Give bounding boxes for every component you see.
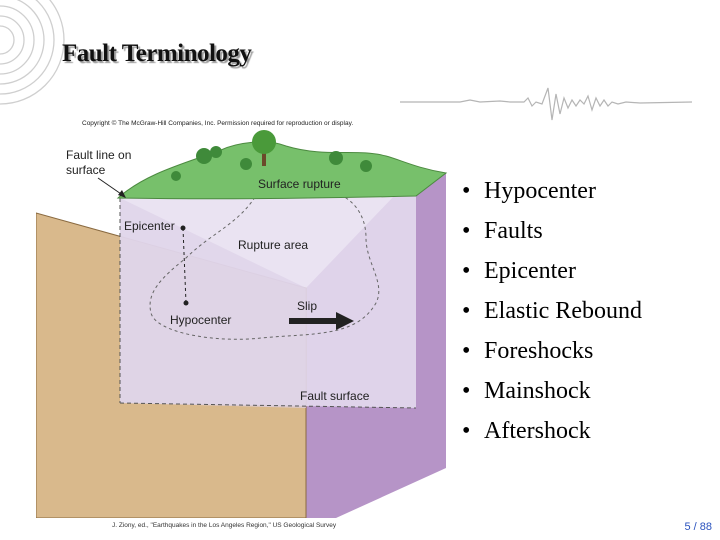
label-fault-surface: Fault surface	[300, 389, 370, 403]
label-fault-line-2: surface	[66, 163, 106, 177]
list-item: •Foreshocks	[462, 338, 594, 364]
page-number: 5 / 88	[684, 521, 712, 533]
terminology-bullet-list: •Hypocenter •Faults •Epicenter •Elastic …	[462, 174, 642, 454]
seismograph-line-decoration	[400, 87, 692, 121]
slip-arrow-icon	[289, 312, 354, 330]
rupture-area-outline	[149, 191, 380, 340]
label-slip: Slip	[297, 299, 317, 313]
label-surface-rupture: Surface rupture	[258, 177, 341, 191]
concentric-arcs-decoration	[0, 0, 65, 105]
list-item: •Aftershock	[462, 418, 591, 444]
list-item: •Hypocenter	[462, 178, 596, 204]
label-rupture-area: Rupture area	[238, 238, 308, 252]
image-credit: J. Ziony, ed., "Earthquakes in the Los A…	[112, 522, 337, 529]
fault-block-diagram: Fault line on surface Surface rupture Ep…	[36, 130, 448, 518]
copyright-notice: Copyright © The McGraw-Hill Companies, I…	[82, 120, 354, 127]
list-item: •Epicenter	[462, 258, 576, 284]
label-fault-line-1: Fault line on	[66, 148, 131, 162]
tree-icon	[171, 146, 372, 181]
list-item: •Elastic Rebound	[462, 298, 642, 324]
label-hypocenter: Hypocenter	[170, 313, 231, 327]
list-item: •Mainshock	[462, 378, 591, 404]
label-epicenter: Epicenter	[124, 219, 175, 233]
list-item: •Faults	[462, 218, 543, 244]
slide-title: Fault Terminology	[62, 40, 252, 67]
